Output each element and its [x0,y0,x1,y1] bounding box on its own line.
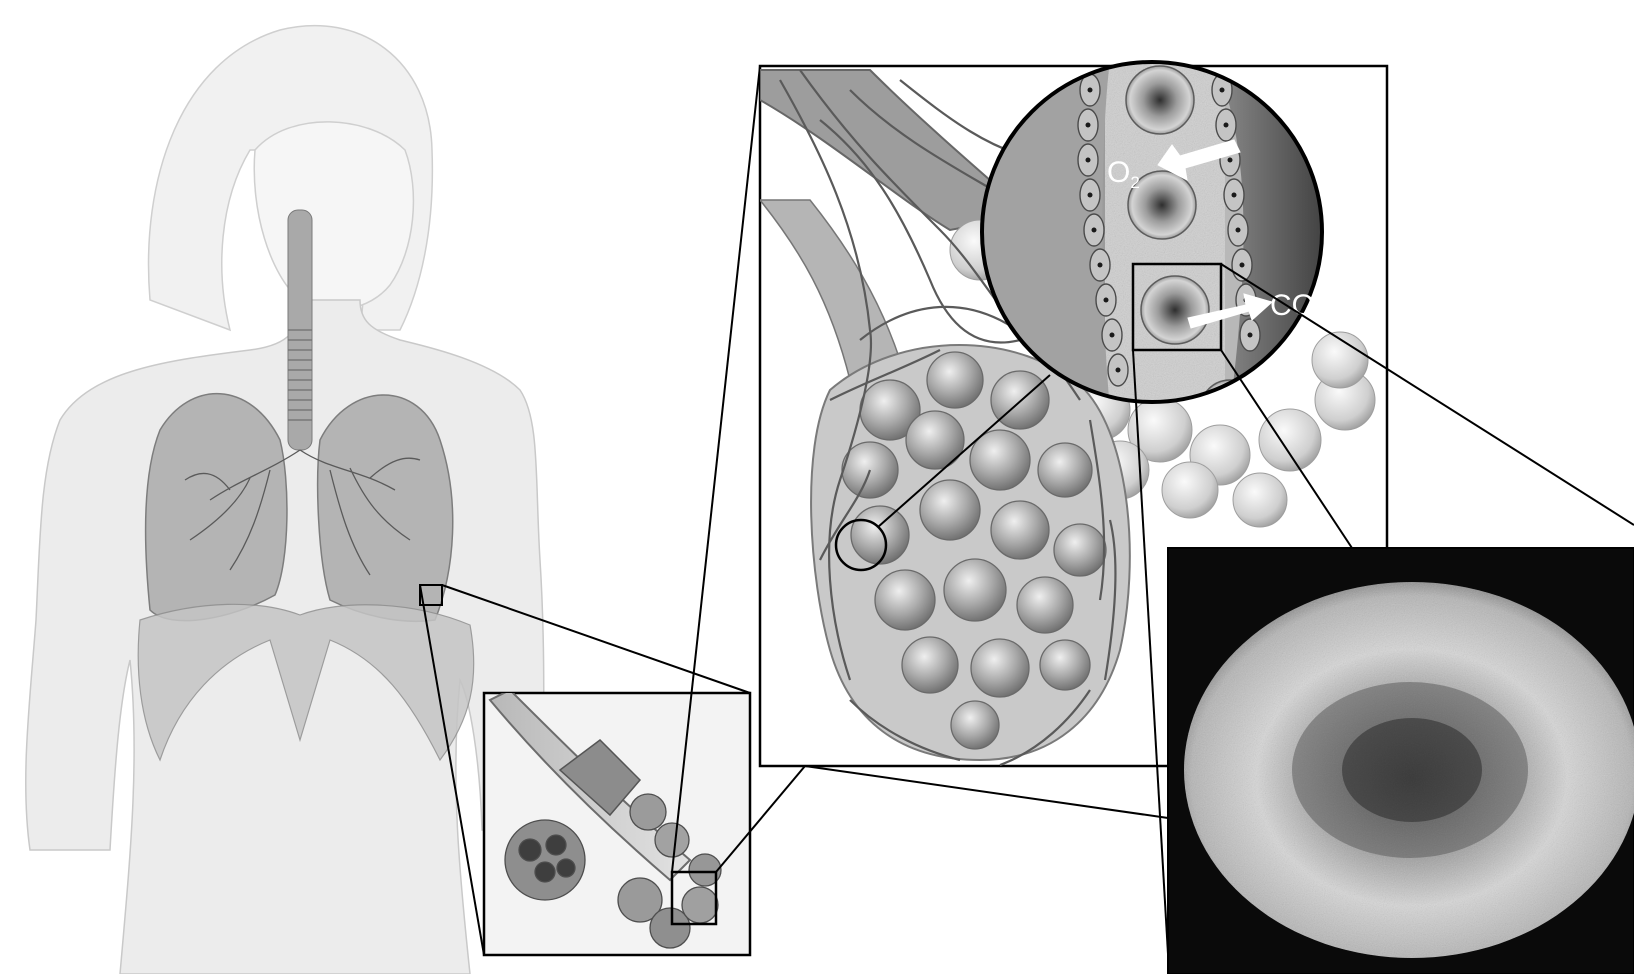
left-lung [146,394,287,621]
face [254,122,413,310]
human-figure [26,26,544,974]
rbc-micrograph [1168,548,1634,974]
right-lung [318,395,453,621]
